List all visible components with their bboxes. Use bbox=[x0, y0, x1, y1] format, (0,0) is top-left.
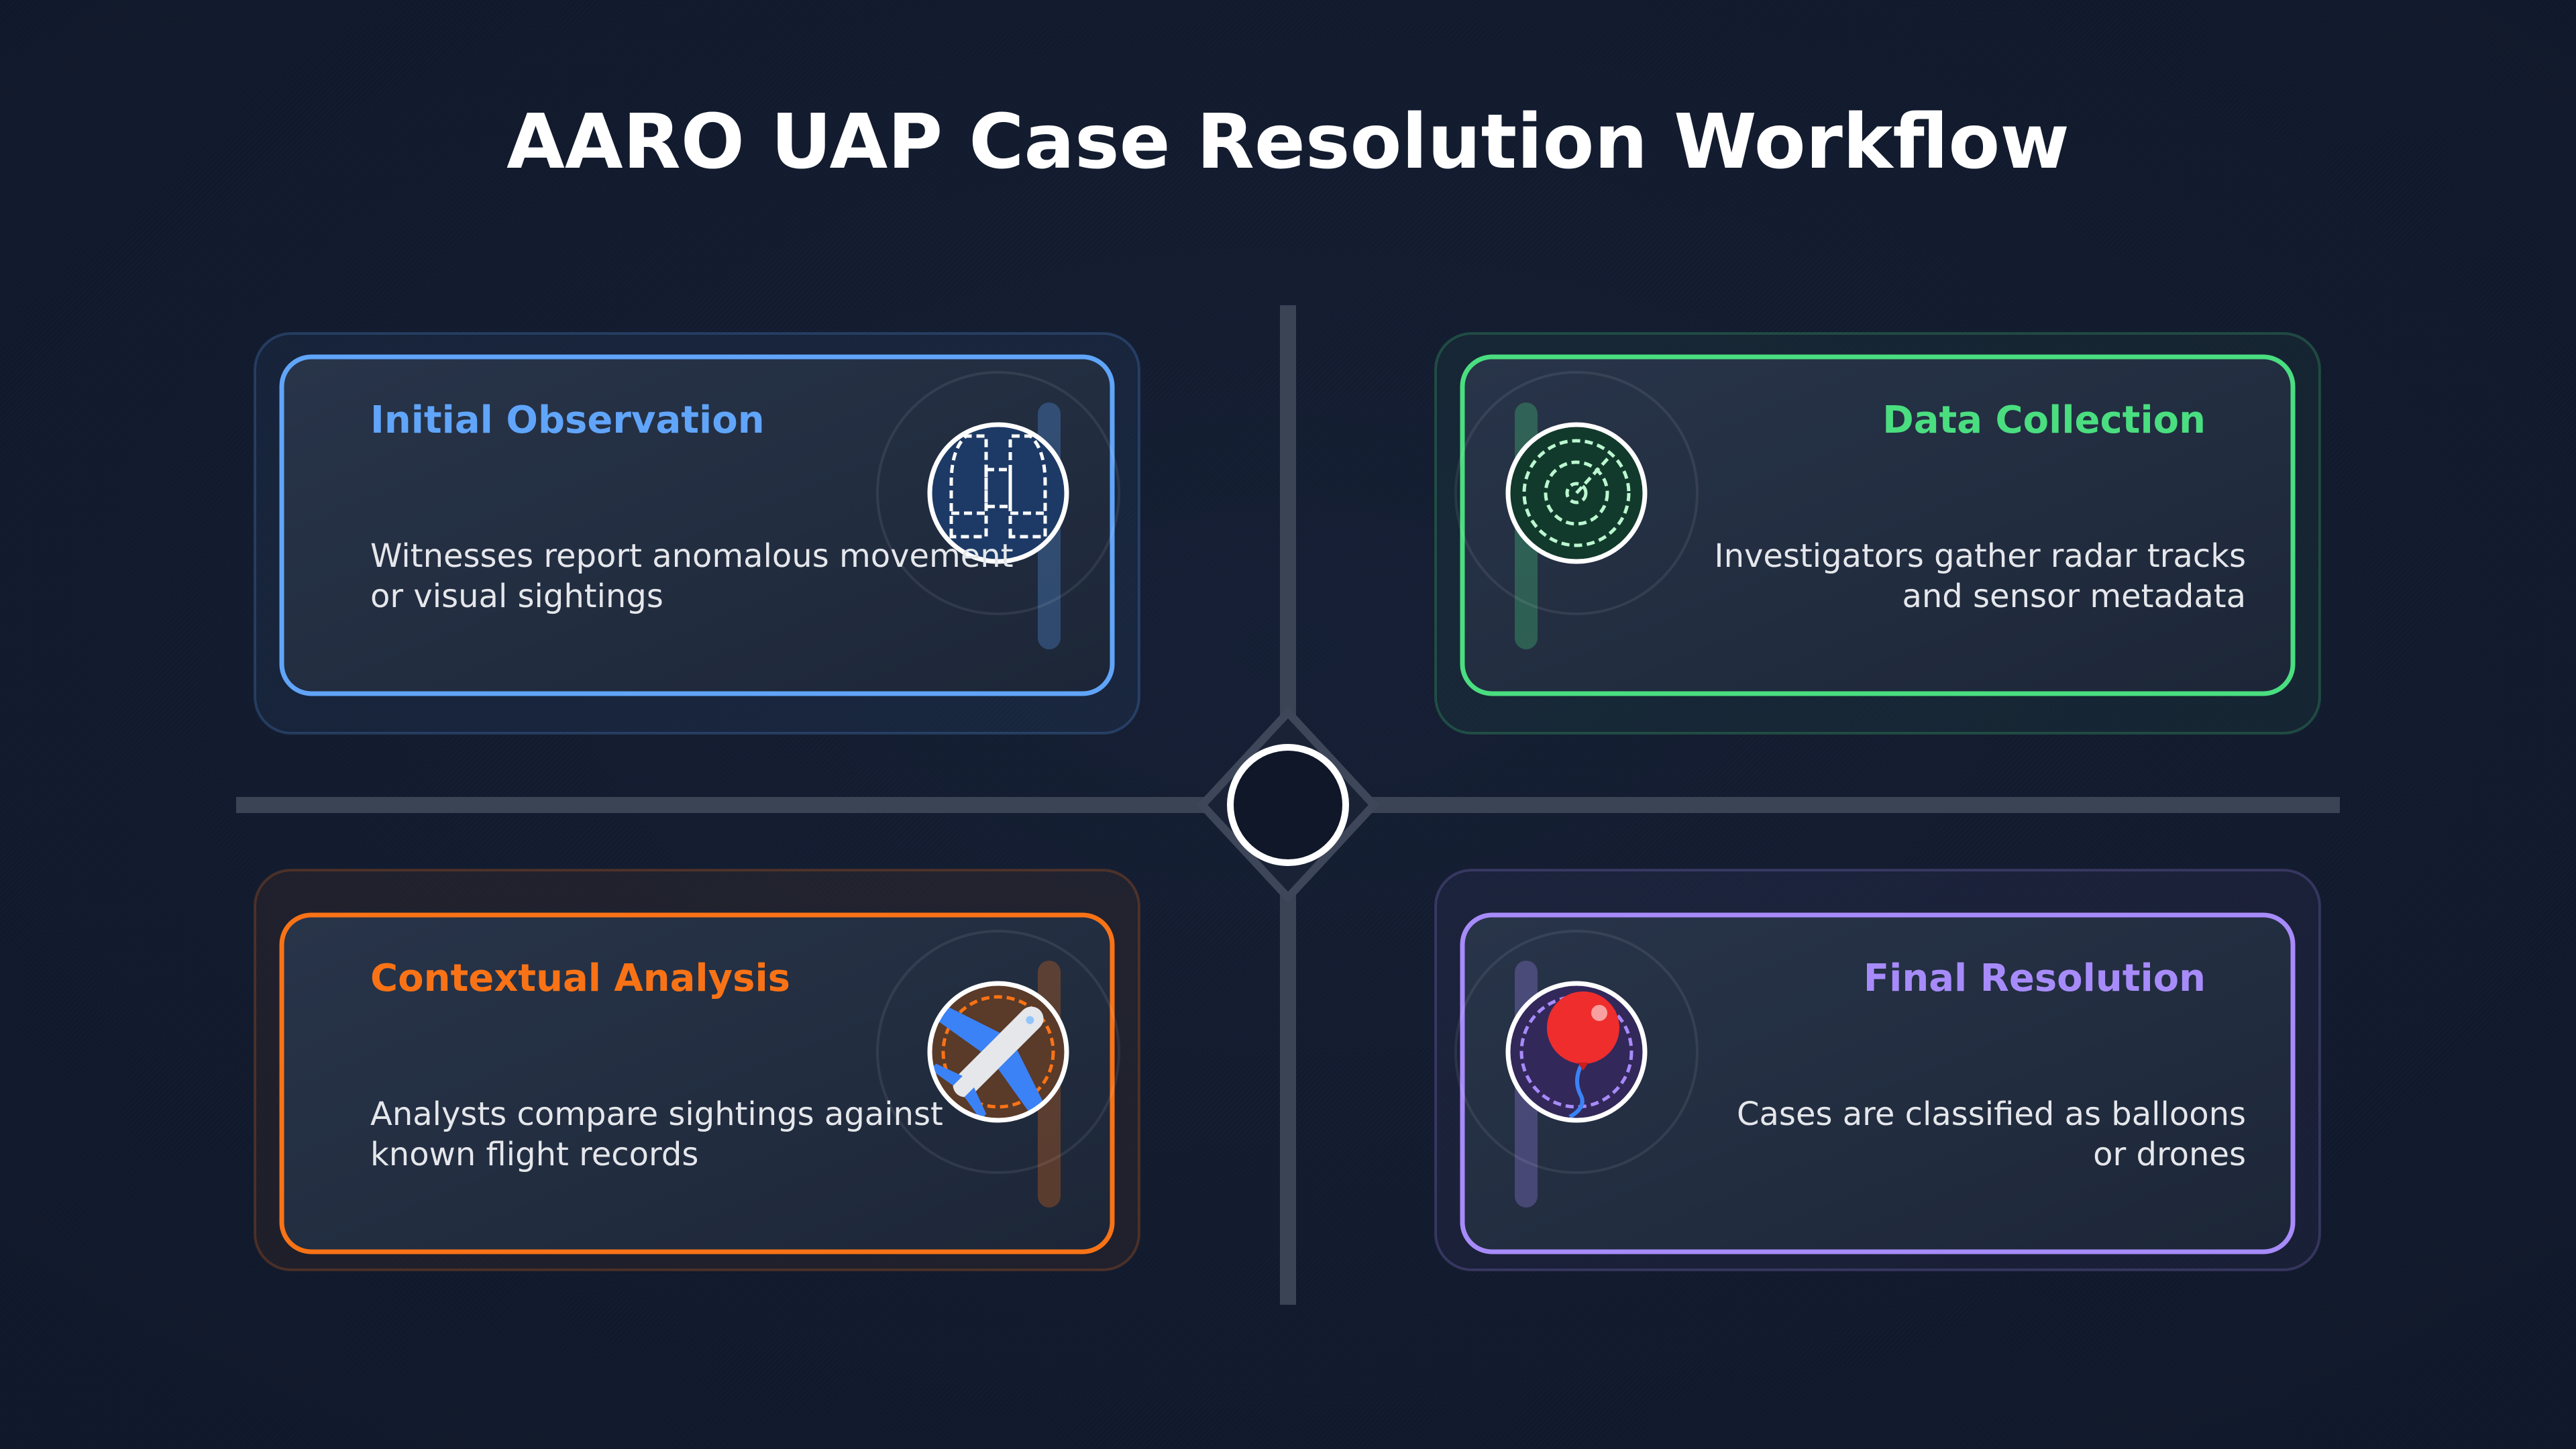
step-desc-analysis-line2: known flight records bbox=[370, 1136, 698, 1173]
airplane-icon bbox=[927, 981, 1069, 1123]
binoculars-icon bbox=[927, 422, 1069, 564]
icon-halo bbox=[1454, 371, 1699, 615]
icon-halo bbox=[876, 371, 1120, 615]
step-card-data-collection: Data Collection Investigators gather rad… bbox=[1434, 332, 2321, 735]
step-title-data-collection: Data Collection bbox=[1882, 398, 2206, 442]
step-card-resolution: Final Resolution Cases are classified as… bbox=[1434, 869, 2321, 1271]
radar-icon bbox=[1505, 422, 1648, 564]
page-title: AARO UAP Case Resolution Workflow bbox=[506, 99, 2070, 186]
step-desc-resolution-line1: Cases are classified as balloons bbox=[1737, 1095, 2246, 1133]
step-title-analysis: Contextual Analysis bbox=[370, 957, 790, 1000]
step-title-resolution: Final Resolution bbox=[1864, 957, 2206, 1000]
icon-halo bbox=[1454, 930, 1699, 1174]
step-card-observation: Initial Observation Witnesses report ano… bbox=[254, 332, 1140, 735]
balloon-icon bbox=[1505, 981, 1648, 1123]
center-hub bbox=[1196, 706, 1380, 904]
step-card-analysis: Contextual Analysis Analysts compare sig… bbox=[254, 869, 1140, 1271]
step-title-observation: Initial Observation bbox=[370, 398, 765, 442]
step-desc-observation-line2: or visual sightings bbox=[370, 578, 663, 615]
icon-halo bbox=[876, 930, 1120, 1174]
step-desc-data-collection-line1: Investigators gather radar tracks bbox=[1714, 537, 2246, 575]
step-desc-resolution-line2: or drones bbox=[2093, 1136, 2246, 1173]
step-desc-data-collection-line2: and sensor metadata bbox=[1902, 578, 2246, 615]
step-desc-observation-line1: Witnesses report anomalous movement bbox=[370, 537, 1014, 575]
step-desc-analysis-line1: Analysts compare sightings against bbox=[370, 1095, 943, 1133]
